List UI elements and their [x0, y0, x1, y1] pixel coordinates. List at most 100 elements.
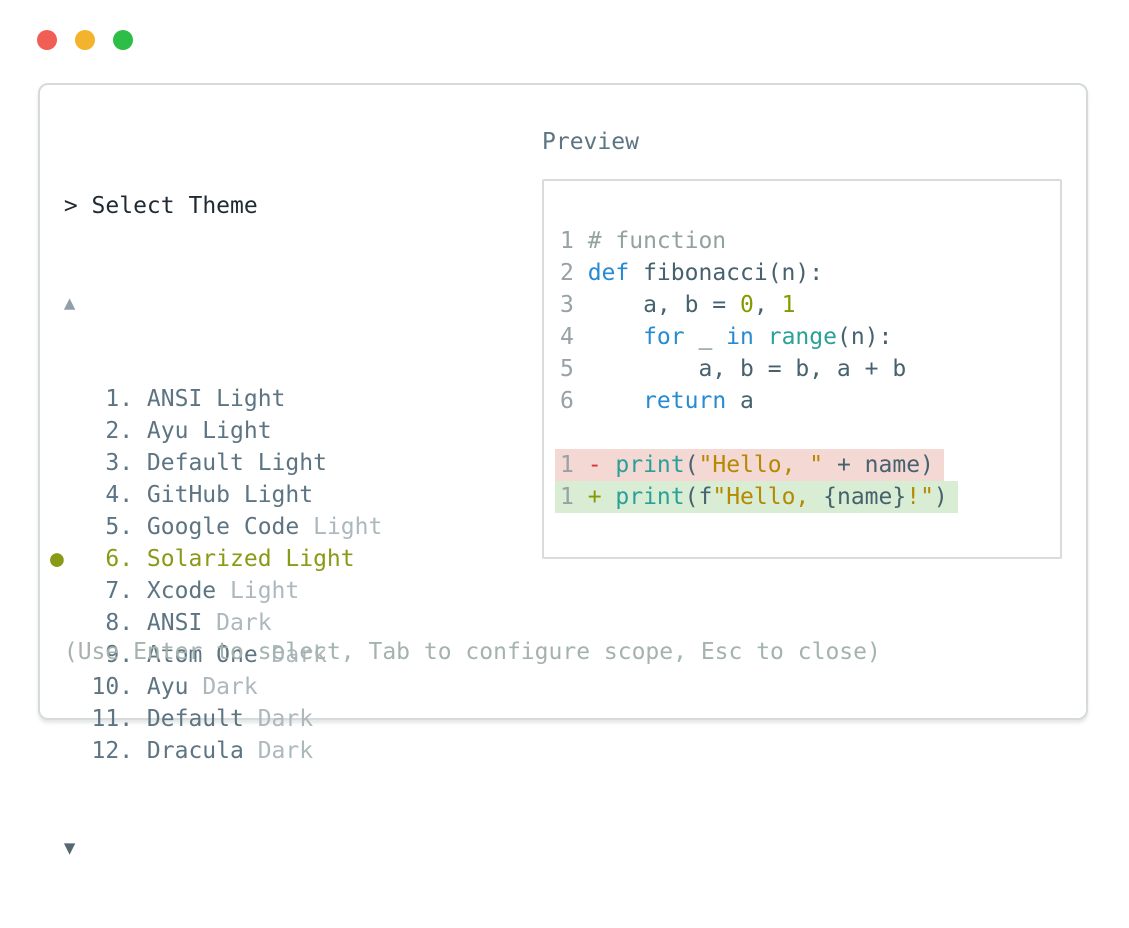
- code-token-string: !": [906, 484, 934, 510]
- theme-item-name: GitHub Light: [146, 482, 314, 508]
- theme-item[interactable]: 3. Default Light: [50, 447, 382, 479]
- code-token-number: 0: [740, 292, 754, 318]
- code-line: 4 for _ in range(n):: [560, 321, 958, 353]
- code-token-plain: + name): [823, 452, 934, 478]
- code-token-plain: a, b =: [587, 292, 741, 318]
- theme-item[interactable]: 8. ANSI Dark: [50, 607, 382, 639]
- code-token-number: 1: [781, 292, 796, 318]
- code-token-diff-plus: +: [587, 484, 616, 510]
- theme-item-number: 10.: [91, 674, 134, 700]
- theme-item-number: 1.: [105, 386, 134, 412]
- code-line-content: 1 # function: [560, 225, 726, 257]
- diff-removed-line: 1- print("Hello, " + name): [555, 449, 958, 481]
- theme-item-variant: Light: [299, 514, 383, 540]
- theme-item-name: Ayu Light: [146, 418, 272, 444]
- marker-spacer: [50, 575, 64, 607]
- code-line: 5 a, b = b, a + b: [560, 353, 958, 385]
- scroll-down-icon[interactable]: ▼: [63, 837, 76, 859]
- code-line-content: 1- print("Hello, " + name): [555, 449, 944, 481]
- code-line-content: 1 + print(f"Hello, {name}!"): [555, 481, 958, 513]
- code-line-content: 4 for _ in range(n):: [560, 321, 892, 353]
- code-token-plain: ): [933, 484, 948, 510]
- marker-spacer: [50, 415, 64, 447]
- theme-item-name: Xcode: [146, 578, 217, 604]
- theme-picker-left-column: > Select Theme ▲ 1.ANSI Light 2.Ayu Ligh…: [50, 126, 382, 928]
- line-number: 1: [560, 484, 574, 510]
- code-token-builtin: range: [767, 324, 837, 350]
- line-number: 1: [560, 452, 574, 478]
- window-controls: [37, 30, 133, 50]
- theme-item-variant: Dark: [257, 642, 327, 668]
- code-token-plain: (f: [684, 484, 713, 510]
- theme-item[interactable]: 11. Default Dark: [50, 703, 382, 735]
- theme-item[interactable]: 2.Ayu Light: [50, 415, 382, 447]
- code-line-content: 3 a, b = 0, 1: [560, 289, 795, 321]
- code-token-plain: ,: [753, 292, 782, 318]
- code-token-comment: # function: [587, 228, 727, 254]
- code-token-plain: [588, 388, 643, 414]
- theme-item[interactable]: 5. Google Code Light: [50, 511, 382, 543]
- line-number: 1: [560, 228, 574, 254]
- marker-spacer: [50, 479, 64, 511]
- code-line: 1 # function: [560, 225, 958, 257]
- theme-item-number: 4.: [105, 482, 134, 508]
- theme-item[interactable]: ● 6. Solarized Light: [50, 543, 382, 575]
- scroll-up-icon[interactable]: ▲: [63, 292, 76, 314]
- line-number: 2: [560, 260, 574, 286]
- theme-item-number: 6.: [105, 546, 134, 572]
- line-number: 5: [560, 356, 574, 382]
- theme-item[interactable]: 4. GitHub Light: [50, 479, 382, 511]
- code-token-plain: fibonacci(n):: [629, 260, 824, 286]
- minimize-button-icon[interactable]: [75, 30, 95, 50]
- code-token-plain: (n):: [836, 324, 893, 350]
- theme-item[interactable]: 12.Dracula Dark: [50, 735, 382, 767]
- code-token-builtin: print: [615, 452, 685, 478]
- code-token-plain: [754, 324, 768, 350]
- theme-item[interactable]: 10.Ayu Dark: [50, 671, 382, 703]
- theme-item-number: 3.: [105, 450, 134, 476]
- marker-spacer: [50, 511, 64, 543]
- code-line-content: 6 return a: [560, 385, 754, 417]
- theme-item-name: Default: [146, 706, 244, 732]
- theme-item-name: ANSI: [146, 610, 203, 636]
- theme-list: 1.ANSI Light 2.Ayu Light 3.Default Light…: [50, 383, 382, 767]
- selected-bullet-icon: ●: [50, 546, 64, 572]
- theme-item-number: 9.: [105, 642, 134, 668]
- theme-item-variant: Dark: [188, 674, 258, 700]
- theme-item[interactable]: 7.Xcode Light: [50, 575, 382, 607]
- code-token-string: "Hello,: [712, 484, 824, 510]
- theme-item[interactable]: 1.ANSI Light: [50, 383, 382, 415]
- marker-spacer: [50, 607, 64, 639]
- code-line-content: 5 a, b = b, a + b: [560, 353, 906, 385]
- preview-label: Preview: [542, 129, 639, 155]
- code-token-plain: (: [684, 452, 699, 478]
- theme-item-number: 7.: [105, 578, 134, 604]
- code-token-keyword: return: [643, 388, 727, 414]
- code-token-plain: a, b = b, a + b: [587, 356, 907, 382]
- close-button-icon[interactable]: [37, 30, 57, 50]
- zoom-button-icon[interactable]: [113, 30, 133, 50]
- code-token-plain: a: [726, 388, 754, 414]
- marker-spacer: [50, 735, 64, 767]
- code-token-plain: [588, 324, 643, 350]
- theme-item-name: Dracula: [146, 738, 244, 764]
- code-line: 3 a, b = 0, 1: [560, 289, 958, 321]
- theme-item-number: 8.: [105, 610, 134, 636]
- theme-item-name: Google Code: [146, 514, 300, 540]
- theme-item-name: Default Light: [146, 450, 327, 476]
- theme-item-number: 11.: [91, 706, 134, 732]
- marker-spacer: [50, 671, 64, 703]
- code-token-builtin: print: [615, 484, 685, 510]
- theme-item-name: Solarized Light: [146, 546, 355, 572]
- marker-spacer: [50, 703, 64, 735]
- code-token-plain: {name}: [823, 484, 907, 510]
- theme-item-variant: Dark: [243, 706, 314, 732]
- select-theme-prompt: > Select Theme: [63, 193, 258, 219]
- code-line: [560, 417, 958, 449]
- code-token-keyword: in: [726, 324, 754, 350]
- theme-item[interactable]: 9.Atom One Dark: [50, 639, 382, 671]
- theme-item-number: 5.: [105, 514, 134, 540]
- theme-item-variant: Dark: [202, 610, 272, 636]
